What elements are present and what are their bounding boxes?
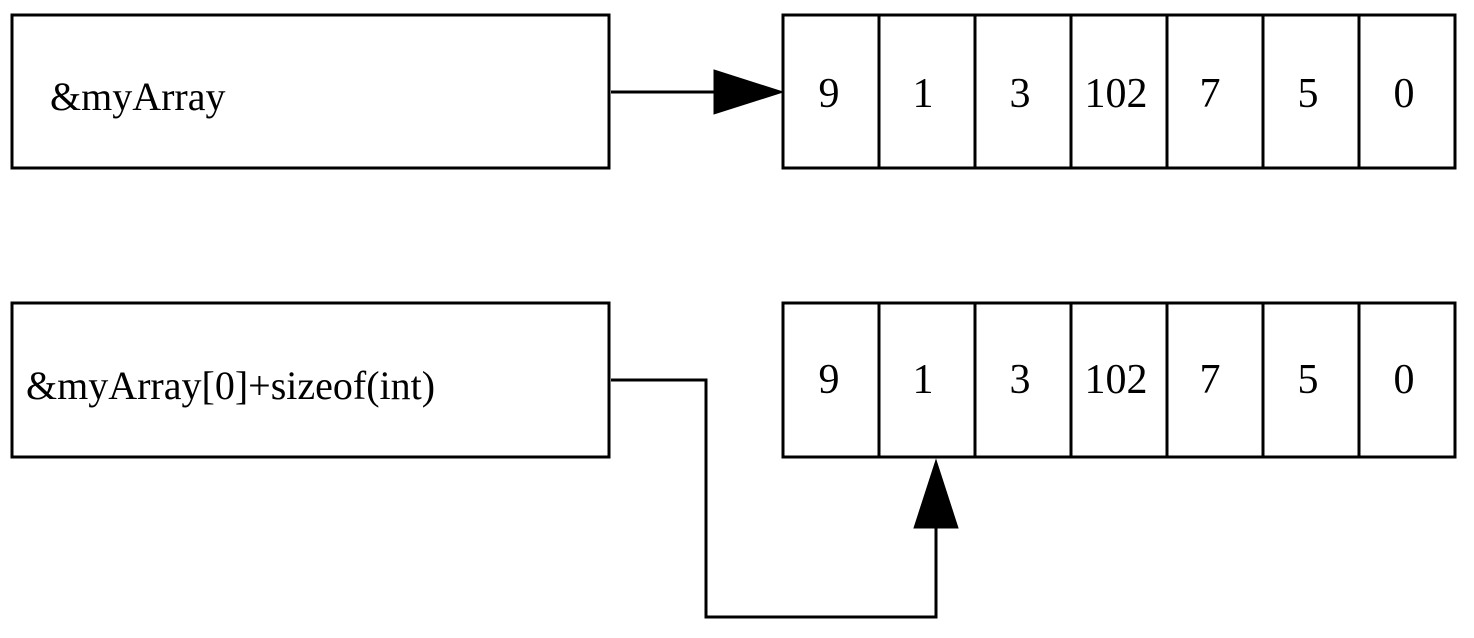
top-array-cell-6: 0 [1394,71,1415,117]
top-array: 9 1 3 102 7 5 0 [781,13,1457,170]
bottom-arrowhead-icon [913,458,959,529]
bottom-array: 9 1 3 102 7 5 0 [781,301,1457,459]
top-array-cell-5: 5 [1298,71,1319,117]
bottom-array-outline [781,301,1457,459]
bottom-array-cell-4: 7 [1200,357,1221,403]
bottom-array-cell-2: 3 [1010,357,1031,403]
bottom-array-cell-0: 9 [819,357,840,403]
bottom-row: &myArray[0]+sizeof(int) 9 1 3 102 7 5 0 [10,301,1457,619]
top-array-cell-4: 7 [1200,71,1221,117]
top-pointer-box [10,13,611,170]
bottom-pointer-box [10,301,611,459]
top-pointer-label: &myArray [50,74,226,119]
bottom-array-cell-3: 102 [1085,357,1148,403]
top-arrowhead-icon [713,69,785,115]
top-array-cell-3: 102 [1085,71,1148,117]
bottom-array-cell-6: 0 [1394,357,1415,403]
top-row: &myArray 9 1 3 102 7 5 0 [10,13,1457,170]
top-array-cell-1: 1 [913,71,934,117]
bottom-array-cell-5: 5 [1298,357,1319,403]
top-array-cell-0: 9 [819,71,840,117]
bottom-arrow-line [611,378,938,619]
top-array-outline [781,13,1457,170]
top-array-cell-2: 3 [1010,71,1031,117]
bottom-array-cell-1: 1 [913,357,934,403]
bottom-pointer-label: &myArray[0]+sizeof(int) [26,363,435,408]
